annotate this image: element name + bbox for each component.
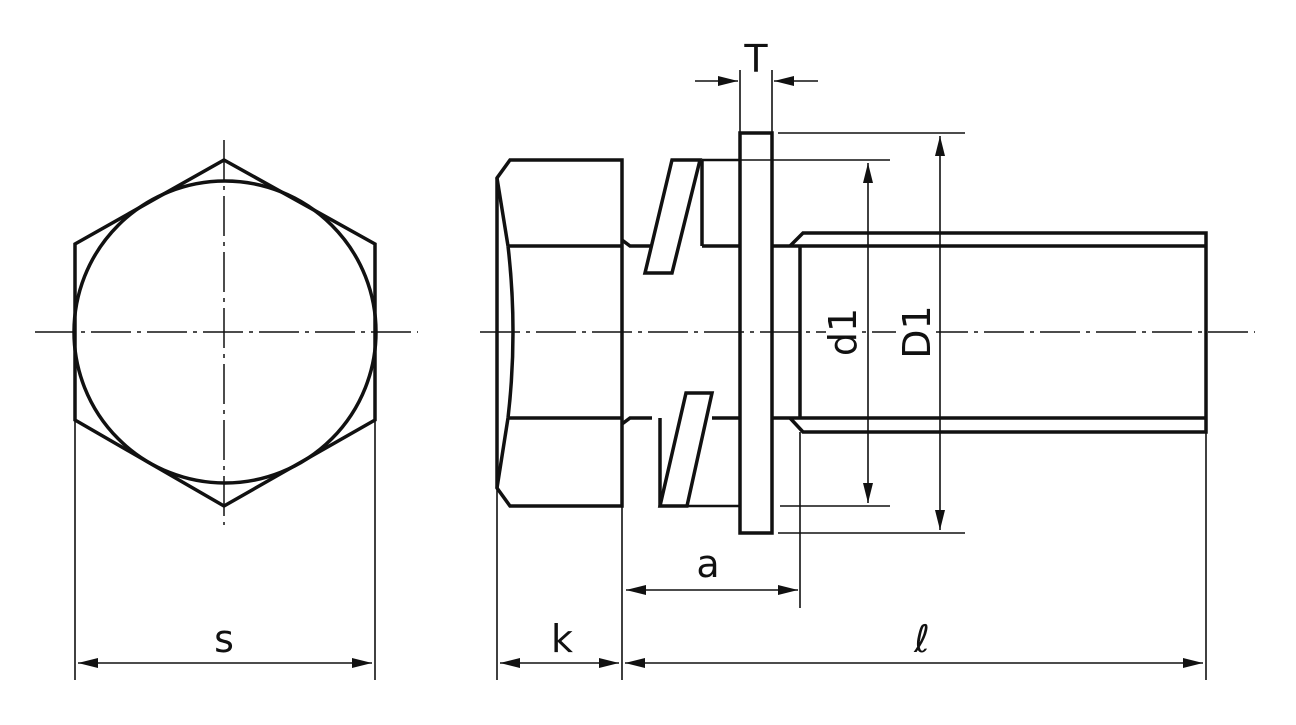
dimension-a: a — [626, 432, 801, 608]
dimension-d1: d1 — [702, 159, 890, 507]
dimension-s: s — [74, 420, 376, 680]
label-s: s — [214, 617, 234, 661]
flat-washer — [738, 131, 774, 535]
spring-washer-upper — [642, 158, 740, 275]
label-d1: d1 — [821, 308, 865, 356]
label-k: k — [551, 617, 573, 661]
bolt-side-view — [480, 131, 1255, 535]
dimension-T: T — [695, 37, 818, 133]
hexagon-outline — [73, 157, 377, 509]
spring-washer-lower — [657, 391, 740, 508]
label-l: ℓ — [913, 617, 930, 661]
label-a: a — [696, 542, 719, 586]
bolt-head — [495, 158, 624, 508]
dimension-l: ℓ — [625, 432, 1207, 680]
hex-head-end-view — [35, 140, 418, 525]
label-T: T — [743, 37, 768, 81]
dimension-k: k — [496, 488, 623, 680]
label-D1: D1 — [895, 305, 939, 358]
dimension-D1: D1 — [778, 132, 965, 534]
